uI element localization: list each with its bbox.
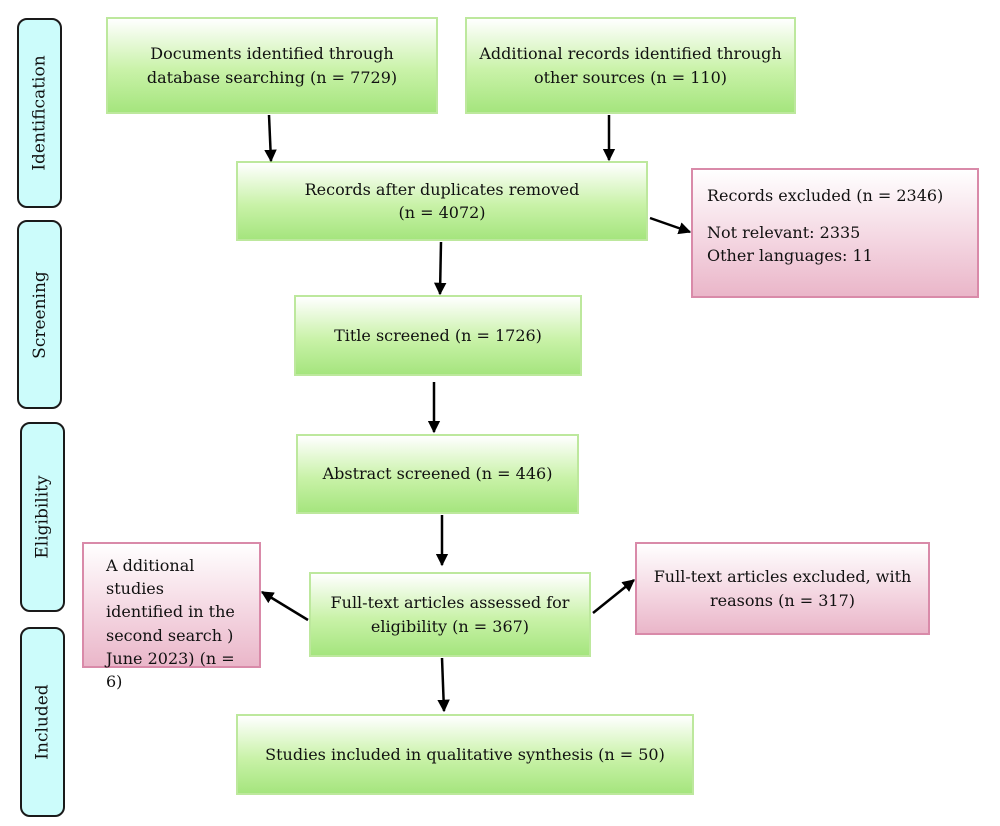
arrow-duplicates-to-excluded xyxy=(649,216,692,235)
studies-included-box: Studies included in qualitative synthesi… xyxy=(236,714,694,795)
duplicates-removed-line2: (n = 4072) xyxy=(398,203,486,222)
records-excluded-title: Records excluded (n = 2346) xyxy=(707,186,944,205)
arrow-duplicates-to-title xyxy=(433,241,447,296)
additional-studies-line2: identified in the xyxy=(106,602,235,622)
records-excluded-other-languages: Other languages: 11 xyxy=(707,246,873,266)
database-search-line2: database searching (n = 7729) xyxy=(146,67,398,87)
additional-studies-line4: June 2023) (n = 6) xyxy=(106,648,235,691)
database-search-box: Documents identified through database se… xyxy=(106,17,438,114)
other-sources-line1: Additional records identified through xyxy=(479,44,782,64)
additional-studies-line3: second search ) xyxy=(106,625,234,645)
other-sources-box: Additional records identified through ot… xyxy=(465,17,796,114)
full-text-excluded-line2: reasons (n = 317) xyxy=(709,590,855,610)
abstract-screened-box: Abstract screened (n = 446) xyxy=(296,434,579,514)
duplicates-removed-box: Records after duplicates removed (n = 40… xyxy=(236,161,648,241)
duplicates-removed-line1: Records after duplicates removed xyxy=(304,179,580,199)
arrow-fulltext-to-included xyxy=(437,657,450,713)
additional-studies-line1: A dditional studies xyxy=(106,556,195,599)
title-screened-text: Title screened (n = 1726) xyxy=(334,325,542,345)
full-text-excluded-box: Full-text articles excluded, with reason… xyxy=(635,542,930,635)
full-text-assessed-line1: Full-text articles assessed for xyxy=(330,593,570,613)
other-sources-line2: other sources (n = 110) xyxy=(533,67,727,87)
full-text-assessed-line2: eligibility (n = 367) xyxy=(370,616,530,636)
studies-included-text: Studies included in qualitative synthesi… xyxy=(265,744,665,764)
full-text-assessed-box: Full-text articles assessed for eligibil… xyxy=(309,572,591,657)
title-screened-box: Title screened (n = 1726) xyxy=(294,295,582,376)
phase-screening: Screening xyxy=(17,220,62,409)
records-excluded-box: Records excluded (n = 2346) Not relevant… xyxy=(691,168,979,298)
database-search-line1: Documents identified through xyxy=(150,44,394,64)
full-text-excluded-line1: Full-text articles excluded, with xyxy=(653,567,912,587)
arrow-database-to-duplicates xyxy=(264,114,277,163)
phase-included: Included xyxy=(20,627,65,817)
phase-identification: Identification xyxy=(17,18,62,208)
arrow-fulltext-to-additional xyxy=(260,590,309,622)
additional-studies-box: A dditional studies identified in the se… xyxy=(82,542,261,691)
abstract-screened-text: Abstract screened (n = 446) xyxy=(322,464,553,484)
phase-eligibility: Eligibility xyxy=(20,422,65,612)
arrow-fulltext-to-excluded xyxy=(592,579,635,614)
records-excluded-not-relevant: Not relevant: 2335 xyxy=(707,223,861,243)
